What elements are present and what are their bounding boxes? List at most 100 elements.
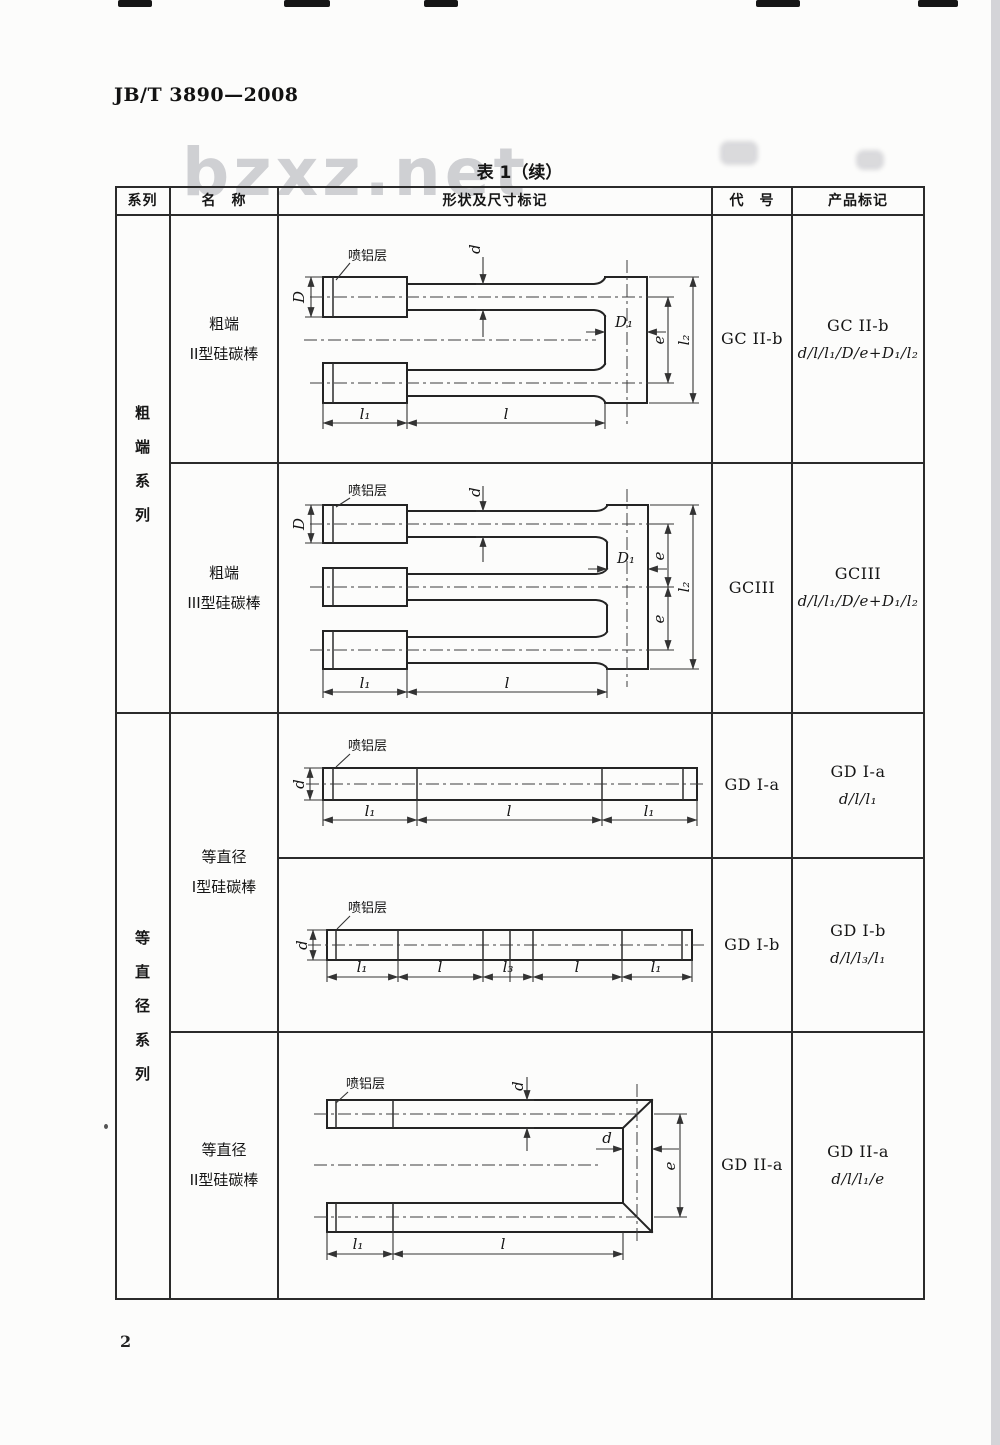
rod-name-line1: 等直径 — [201, 1141, 247, 1159]
marking-formula: d/l/l₁ — [838, 789, 878, 808]
row-line-1 — [170, 462, 925, 464]
dimension-lines — [304, 767, 698, 826]
code-gd1a: GD I-a — [724, 775, 780, 794]
dim-l1-label: l₁ — [360, 405, 371, 423]
page-number: 2 — [120, 1332, 132, 1351]
coating-leader-line — [335, 753, 351, 768]
dim-d-label: d — [290, 779, 308, 789]
dim-e-label: e — [650, 551, 668, 560]
col-line-shape — [711, 186, 713, 1300]
dim-l1-label: l₁ — [353, 1235, 364, 1253]
name-cell-gc3: 粗端 III型硅碳棒 — [170, 462, 278, 712]
scan-artifact — [118, 0, 152, 7]
header-name: 名 称 — [201, 193, 247, 209]
dim-l1-label: l₁ — [644, 802, 655, 820]
code-gd2a: GD II-a — [721, 1155, 783, 1174]
table-title: 表 1（续） — [476, 163, 563, 183]
marking-code: GC II-b — [827, 315, 889, 335]
coating-label: 喷铝层 — [348, 249, 387, 264]
dim-d-label: d — [466, 244, 484, 254]
series-char: 系 — [134, 1030, 150, 1049]
marking-gd1b: GD I-b d/l/l₃/l₁ — [792, 857, 924, 1031]
dim-D-label: D — [290, 518, 308, 531]
watermark-remnant — [856, 150, 884, 170]
dim-d-label: d — [602, 1129, 612, 1147]
standard-number: JB/T 3890—2008 — [114, 84, 299, 106]
header-series: 系列 — [127, 193, 158, 209]
name-cell-gc2b: 粗端 II型硅碳棒 — [170, 215, 278, 462]
dimension-lines — [305, 486, 699, 698]
marking-formula: d/l/l₁/D/e+D₁/l₂ — [797, 592, 919, 610]
table-border-right — [923, 186, 925, 1300]
series-group-thick-end: 粗 端 系 列 — [115, 215, 170, 712]
drawing-gc2b: 喷铝层 D d D₁ e l₂ l₁ l — [290, 244, 699, 429]
dim-l3-label: l₃ — [503, 958, 514, 976]
table-border-bottom — [115, 1298, 925, 1300]
marking-formula: d/l/l₁/e — [831, 1169, 885, 1188]
rod-outline — [322, 504, 649, 670]
series-char: 列 — [134, 1064, 150, 1083]
dim-l-label: l — [507, 802, 512, 820]
dimension-lines — [305, 257, 699, 429]
dim-e-label: e — [661, 1161, 679, 1170]
coating-leader-line — [335, 497, 351, 508]
series-char: 列 — [134, 506, 150, 524]
row-line-3 — [278, 857, 925, 859]
coating-label: 喷铝层 — [348, 484, 387, 499]
drawing-gd2a: 喷铝层 d d e l₁ l — [314, 1077, 687, 1260]
marking-gd2a: GD II-a d/l/l₁/e — [792, 1031, 924, 1298]
dim-D1-label: D₁ — [616, 549, 635, 567]
dim-l-label: l — [504, 405, 509, 423]
scan-speck — [104, 1124, 108, 1129]
header-underline — [115, 214, 925, 216]
col-line-code — [791, 186, 793, 1300]
marking-gd1a: GD I-a d/l/l₁ — [792, 712, 924, 857]
rod-name-line2: II型硅碳棒 — [189, 345, 259, 363]
scan-artifact — [424, 0, 458, 7]
coating-label: 喷铝层 — [346, 1077, 385, 1092]
series-char: 等 — [134, 928, 150, 947]
dim-l-label: l — [575, 958, 580, 976]
dim-e-label: e — [650, 614, 668, 623]
series-char: 直 — [134, 962, 150, 981]
name-cell-gd2: 等直径 II型硅碳棒 — [170, 1031, 278, 1298]
dim-d-label: d — [466, 487, 484, 497]
dim-l2-label: l₂ — [675, 582, 693, 593]
header-marking: 产品标记 — [828, 193, 888, 209]
dim-d-label: d — [509, 1081, 527, 1091]
marking-code: GD II-a — [827, 1141, 889, 1161]
drawing-gd1a: 喷铝层 d l₁ l l₁ — [290, 739, 704, 826]
scan-artifact — [756, 0, 800, 7]
coating-label: 喷铝层 — [348, 739, 387, 754]
drawing-gc3: 喷铝层 D d D₁ e e l₂ l₁ l — [290, 484, 699, 698]
series-group-equal-diameter: 等 直 径 系 列 — [115, 712, 170, 1298]
dim-l-label: l — [501, 1235, 506, 1253]
centerlines — [310, 489, 658, 687]
coating-leader-line — [335, 262, 351, 281]
rod-name-line2: II型硅碳棒 — [189, 1171, 259, 1189]
code-gc3: GCIII — [728, 577, 776, 597]
watermark-remnant — [720, 141, 758, 165]
marking-code: GCIII — [834, 564, 882, 583]
marking-formula: d/l/l₃/l₁ — [830, 949, 886, 967]
dim-l1-label: l₁ — [651, 958, 662, 976]
name-cell-gd1: 等直径 I型硅碳棒 — [170, 712, 278, 1031]
dim-l1-label: l₁ — [360, 674, 371, 692]
centerlines — [314, 1084, 638, 1245]
rod-name-line2: I型硅碳棒 — [191, 878, 257, 896]
table-border-left — [115, 186, 117, 1300]
dim-l1-label: l₁ — [365, 802, 376, 820]
rod-name-line1: 等直径 — [201, 848, 247, 866]
row-line-2 — [115, 712, 925, 714]
col-line-series — [169, 186, 171, 1300]
row-line-4 — [170, 1031, 925, 1033]
dim-l-label: l — [505, 674, 510, 692]
rod-name-line1: 粗端 — [208, 315, 239, 333]
dim-D1-label: D₁ — [614, 313, 633, 331]
marking-formula: d/l/l₁/D/e+D₁/l₂ — [797, 343, 919, 362]
series-char: 径 — [134, 996, 150, 1015]
centerlines — [304, 260, 658, 426]
coating-leader-line — [336, 915, 351, 930]
header-code: 代 号 — [729, 193, 775, 209]
marking-gc3: GCIII d/l/l₁/D/e+D₁/l₂ — [792, 462, 924, 712]
